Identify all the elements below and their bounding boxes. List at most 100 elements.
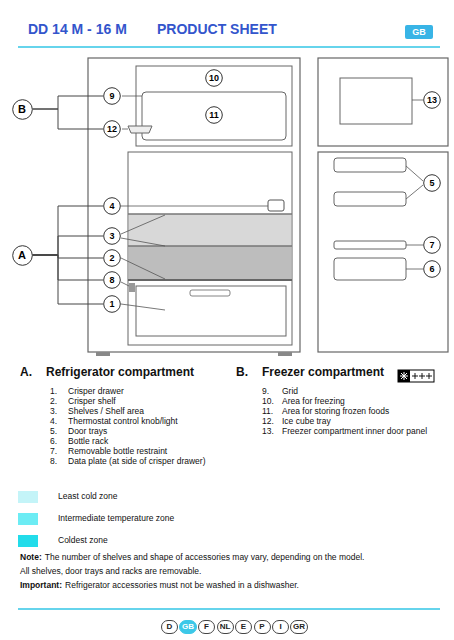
- callout-number: 8: [103, 271, 121, 289]
- data-plate: [129, 283, 135, 292]
- callout-number: 6: [423, 260, 441, 278]
- leader-line: [406, 245, 423, 246]
- item-text: Crisper shelf: [68, 397, 116, 407]
- leader-line: [121, 215, 165, 234]
- door-tray: [334, 158, 406, 172]
- language-tab: GR: [290, 620, 308, 634]
- item-text: Grid: [282, 387, 298, 397]
- callout-outline: [104, 198, 121, 215]
- tab-text: NL: [220, 623, 231, 631]
- item-number: 7.: [50, 447, 57, 457]
- freezer-door: [318, 58, 448, 146]
- callout-outline: [104, 121, 121, 138]
- section-heading: Freezer compartment: [262, 366, 384, 380]
- item-number: 12.: [262, 417, 274, 427]
- bottle-restraint: [334, 241, 406, 249]
- fridge-foot: [96, 352, 110, 356]
- item-text: Door trays: [68, 427, 107, 437]
- note-text: All shelves, door trays and racks are re…: [20, 567, 201, 577]
- footer-rule: [18, 608, 440, 610]
- door-tray: [334, 192, 406, 206]
- callout-number: 4: [103, 197, 121, 215]
- item-number: 9.: [262, 387, 269, 397]
- callout-outline: [104, 250, 121, 267]
- language-tab: D: [161, 620, 178, 634]
- tab-text: P: [259, 623, 264, 631]
- callout-number: 3: [103, 227, 121, 245]
- item-number: 2.: [50, 397, 57, 407]
- callout-text: 6: [429, 265, 434, 274]
- fridge-foot: [278, 352, 292, 356]
- ice-cube-tray: [128, 126, 152, 133]
- legend-swatch: [18, 491, 38, 503]
- section-letter: A.: [20, 366, 32, 380]
- callout-text: 5: [429, 179, 434, 188]
- callout-outline: [206, 70, 223, 87]
- shelf: [128, 245, 292, 247]
- bottle-rack: [334, 258, 406, 280]
- bracket-connector: [33, 109, 104, 129]
- header-rule: [18, 46, 440, 48]
- freezer-grid: [142, 92, 286, 140]
- callout-text: 11: [209, 111, 219, 120]
- leader-line: [121, 258, 165, 279]
- item-text: Removable bottle restraint: [68, 447, 167, 457]
- item-number: 4.: [50, 417, 57, 427]
- leader-line: [122, 96, 142, 97]
- tab-text: I: [279, 623, 281, 631]
- freezer-box: [136, 66, 292, 146]
- bracket-connector: [33, 255, 104, 304]
- callout-number: 2: [103, 249, 121, 267]
- item-text: Area for freezing: [282, 397, 345, 407]
- leader-line: [121, 238, 165, 246]
- bracket-connector: [33, 96, 104, 109]
- item-number: 11.: [262, 407, 273, 417]
- callout-text: 2: [109, 254, 114, 263]
- item-number: 13.: [262, 427, 274, 437]
- tab-text: GB: [182, 623, 194, 631]
- item-text: Data plate (at side of crisper drawer): [68, 457, 205, 467]
- inner-door-panel: [340, 78, 412, 124]
- callout-outline: [104, 228, 121, 245]
- callout-number: 9: [103, 87, 121, 105]
- item-number: 10.: [262, 397, 274, 407]
- language-tab: GB: [179, 620, 197, 634]
- callout-number: 10: [205, 69, 223, 87]
- item-text: Bottle rack: [68, 437, 108, 447]
- item-text: Shelves / Shelf area: [68, 407, 144, 417]
- callout-outline: [206, 107, 223, 124]
- note-text: The number of shelves and shape of acces…: [45, 553, 365, 563]
- item-number: 5.: [50, 427, 57, 437]
- callout-outline: [424, 261, 441, 278]
- callout-number: 11: [205, 106, 223, 124]
- leader-line: [121, 304, 165, 310]
- callout-outline: [104, 88, 121, 105]
- language-tab: P: [254, 620, 271, 634]
- shelf-zone: [129, 246, 291, 279]
- language-tab: NL: [217, 620, 234, 634]
- item-text: Ice cube tray: [282, 417, 331, 427]
- tab-text: E: [241, 623, 246, 631]
- callout-text: A: [18, 250, 26, 261]
- callout-outline: [424, 237, 441, 254]
- fridge-interior: [128, 152, 292, 345]
- legend-swatch: [18, 513, 38, 525]
- drawer-handle: [190, 290, 230, 296]
- note-heading: Important:: [20, 581, 62, 591]
- tab-text: GB: [412, 28, 426, 37]
- item-text: Freezer compartment inner door panel: [282, 427, 427, 437]
- leader-line: [121, 282, 129, 286]
- leader-line: [406, 166, 423, 181]
- callout-outline: [424, 175, 441, 192]
- callout-number: 7: [423, 236, 441, 254]
- language-tab: I: [272, 620, 289, 634]
- fridge-shell: [88, 58, 300, 352]
- item-text: Thermostat control knob/light: [68, 417, 178, 427]
- callout-text: 3: [109, 232, 114, 241]
- callout-text: 12: [107, 125, 117, 134]
- leader-line: [406, 269, 423, 270]
- callout-number: 12: [103, 120, 121, 138]
- fridge-door: [318, 152, 448, 352]
- leader-line: [121, 206, 268, 207]
- callout-text: 9: [109, 92, 114, 101]
